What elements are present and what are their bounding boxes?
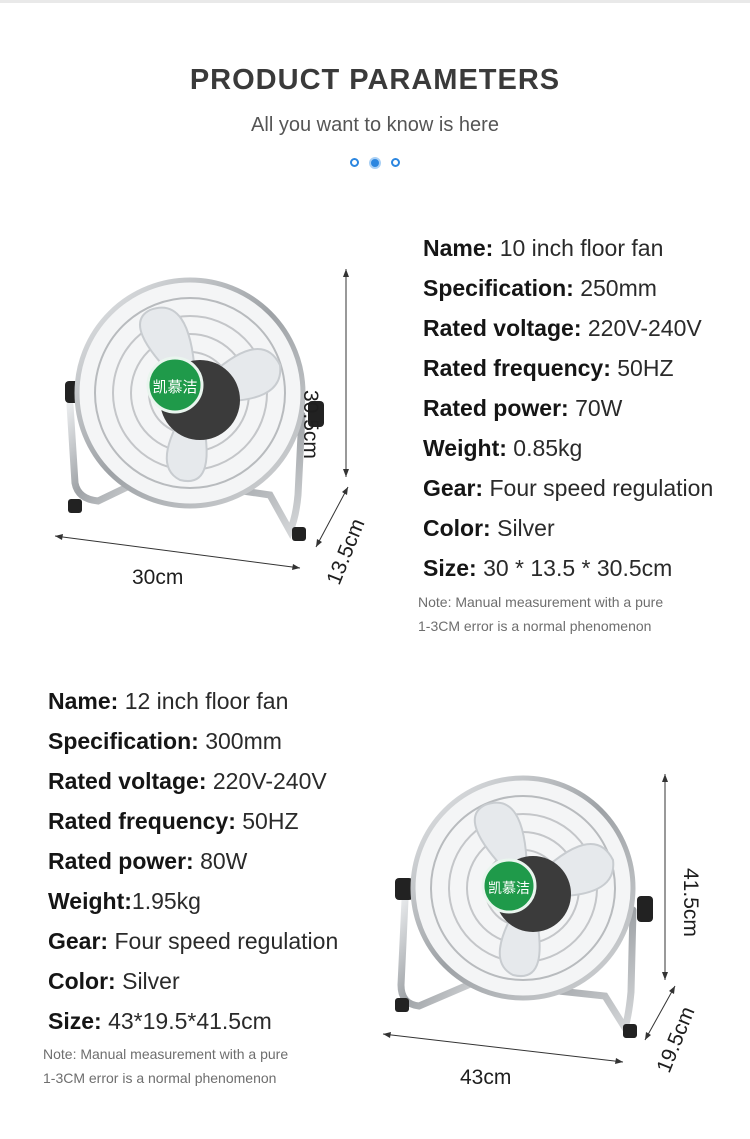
spec-list-10inch: Name: 10 inch floor fan Specification: 2… (423, 230, 713, 590)
spec-rated-power: Rated power: 80W (48, 848, 248, 874)
dimension-width: 30cm (132, 566, 184, 589)
spec-rated-frequency: Rated frequency: 50HZ (48, 808, 299, 834)
top-divider (0, 0, 750, 3)
fan-image-10inch: 凯慕洁 (54, 269, 349, 570)
dimension-height: 30.5cm (299, 390, 322, 459)
spec-weight: Weight:1.95kg (48, 888, 201, 914)
fan-image-12inch: 凯慕洁 (382, 774, 676, 1064)
spec-gear: Gear: Four speed regulation (423, 475, 714, 501)
measurement-note: Note: Manual measurement with a pure 1-3… (418, 594, 664, 634)
spec-size: Size: 43*19.5*41.5cm (48, 1008, 272, 1034)
dimension-width: 43cm (460, 1066, 512, 1089)
spec-rated-frequency: Rated frequency: 50HZ (423, 355, 674, 381)
dimension-height: 41.5cm (679, 868, 702, 937)
measurement-note: Note: Manual measurement with a pure 1-3… (43, 1046, 289, 1086)
spec-weight: Weight: 0.85kg (423, 435, 583, 461)
page-title: PRODUCT PARAMETERS (189, 64, 561, 96)
dot-active-icon (369, 156, 381, 169)
spec-size: Size: 30 * 13.5 * 30.5cm (423, 555, 673, 581)
spec-name: Name: 12 inch floor fan (48, 688, 289, 714)
spec-list-12inch: Name: 12 inch floor fan Specification: 3… (48, 683, 338, 1043)
dot-icon (350, 158, 359, 167)
spec-gear: Gear: Four speed regulation (48, 928, 339, 954)
spec-specification: Specification: 250mm (423, 275, 657, 301)
spec-rated-voltage: Rated voltage: 220V-240V (423, 315, 702, 341)
brand-badge-text: 凯慕洁 (152, 378, 197, 396)
page-subtitle: All you want to know is here (251, 114, 499, 136)
spec-name: Name: 10 inch floor fan (423, 235, 664, 261)
spec-color: Color: Silver (423, 515, 555, 541)
spec-specification: Specification: 300mm (48, 728, 282, 754)
carousel-dots (0, 156, 750, 169)
spec-rated-power: Rated power: 70W (423, 395, 623, 421)
spec-color: Color: Silver (48, 968, 180, 994)
dot-icon (391, 158, 400, 167)
brand-badge-text: 凯慕洁 (488, 881, 530, 897)
spec-rated-voltage: Rated voltage: 220V-240V (48, 768, 327, 794)
